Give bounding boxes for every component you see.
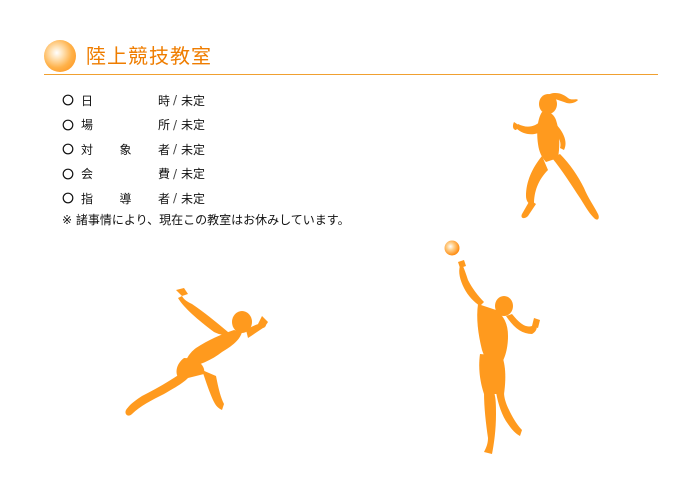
- info-label: 会 費: [81, 165, 170, 182]
- info-value: 未定: [181, 191, 206, 206]
- separator: /: [173, 191, 178, 206]
- info-label: 指 導 者: [81, 190, 170, 207]
- label-char: 時: [157, 93, 170, 108]
- separator: /: [173, 142, 178, 157]
- info-row-instructor: 指 導 者 / 未定: [62, 186, 462, 211]
- info-list: 日 時 / 未定 場 所 / 未定 対 象 者 / 未定: [62, 88, 462, 211]
- label-char: 者: [157, 191, 170, 206]
- page-header: 陸上競技教室: [44, 40, 658, 75]
- label-char: 日: [81, 93, 94, 108]
- separator: /: [173, 166, 178, 181]
- shot-put-silhouette: [458, 260, 540, 454]
- label-char: 費: [157, 167, 170, 182]
- info-value: 未定: [181, 93, 206, 108]
- sprinter-start-silhouette: [125, 288, 268, 416]
- label-char: 場: [81, 118, 94, 133]
- info-label: 日 時: [81, 92, 170, 109]
- info-row-location: 場 所 / 未定: [62, 113, 462, 138]
- info-value: 未定: [181, 167, 206, 182]
- label-char: 導: [119, 191, 132, 206]
- info-row-schedule: 日 時 / 未定: [62, 88, 462, 113]
- info-label: 場 所: [81, 116, 170, 133]
- info-label: 対 象 者: [81, 141, 170, 158]
- runner-silhouette: [512, 92, 599, 220]
- circle-bullet-icon: [62, 94, 74, 106]
- label-char: 所: [157, 118, 170, 133]
- shot-put-ball: [444, 240, 460, 256]
- closure-notice: ※ 諸事情により、現在この教室はお休みしています。: [62, 213, 350, 227]
- circle-bullet-icon: [62, 119, 74, 131]
- circle-bullet-icon: [62, 168, 74, 180]
- label-char: 対: [81, 142, 94, 157]
- circle-bullet-icon: [62, 143, 74, 155]
- label-char: 会: [81, 167, 94, 182]
- info-value: 未定: [181, 142, 206, 157]
- label-char: 象: [119, 142, 132, 157]
- info-row-fee: 会 費 / 未定: [62, 162, 462, 187]
- page-title: 陸上競技教室: [86, 44, 212, 68]
- info-row-target: 対 象 者 / 未定: [62, 137, 462, 162]
- separator: /: [173, 117, 178, 132]
- orange-ball-icon: [44, 40, 76, 72]
- label-char: 指: [81, 191, 94, 206]
- info-value: 未定: [181, 118, 206, 133]
- separator: /: [173, 93, 178, 108]
- circle-bullet-icon: [62, 192, 74, 204]
- label-char: 者: [157, 142, 170, 157]
